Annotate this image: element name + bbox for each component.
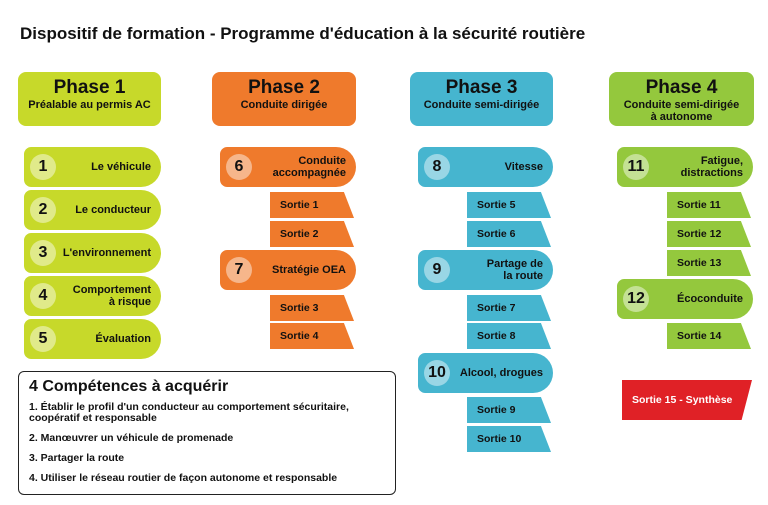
phase-subtitle: Conduite dirigée <box>240 99 328 111</box>
phase-4-header: Phase 4 Conduite semi-dirigée à autonome <box>609 72 754 126</box>
phase-subtitle: Conduite semi-dirigée <box>423 99 540 111</box>
sortie-4: Sortie 4 <box>270 323 354 349</box>
sortie-12: Sortie 12 <box>667 221 751 247</box>
phase-3-header: Phase 3 Conduite semi-dirigée <box>410 72 553 126</box>
module-number: 6 <box>226 154 252 180</box>
sortie-2: Sortie 2 <box>270 221 354 247</box>
module-label: Comportement à risque <box>72 284 151 308</box>
module-label: Écoconduite <box>676 293 743 305</box>
module-label: Vitesse <box>504 161 543 173</box>
competence-item: 4. Utiliser le réseau routier de façon a… <box>29 472 338 484</box>
module-number: 8 <box>424 154 450 180</box>
competence-item: 2. Manœuvrer un véhicule de promenade <box>29 432 234 444</box>
page-title: Dispositif de formation - Programme d'éd… <box>20 24 586 43</box>
module-11: 11 Fatigue, distractions <box>617 147 753 187</box>
sortie-3: Sortie 3 <box>270 295 354 321</box>
sortie-7: Sortie 7 <box>467 295 551 321</box>
competences-title: 4 Compétences à acquérir <box>29 378 229 395</box>
module-number: 12 <box>623 286 649 312</box>
phase-1-header: Phase 1 Préalable au permis AC <box>18 72 161 126</box>
module-number: 9 <box>424 257 450 283</box>
module-label: Stratégie OEA <box>272 264 346 276</box>
sortie-13: Sortie 13 <box>667 250 751 276</box>
module-label: Le conducteur <box>75 204 151 216</box>
competences-box: 4 Compétences à acquérir 1. Établir le p… <box>18 371 396 495</box>
module-1: 1 Le véhicule <box>24 147 161 187</box>
phase-title: Phase 1 <box>53 77 126 98</box>
module-number: 1 <box>30 154 56 180</box>
sortie-11: Sortie 11 <box>667 192 751 218</box>
module-2: 2 Le conducteur <box>24 190 161 230</box>
module-label: L'environnement <box>62 247 151 259</box>
phase-subtitle: Préalable au permis AC <box>28 99 151 111</box>
sortie-10: Sortie 10 <box>467 426 551 452</box>
phase-title: Phase 3 <box>445 77 518 98</box>
module-4: 4 Comportement à risque <box>24 276 161 316</box>
module-label: Alcool, drogues <box>459 367 543 379</box>
competence-item: 3. Partager la route <box>29 452 125 464</box>
phase-subtitle: Conduite semi-dirigée à autonome <box>623 99 740 123</box>
sortie-14: Sortie 14 <box>667 323 751 349</box>
module-label: Le véhicule <box>91 161 151 173</box>
sortie-1: Sortie 1 <box>270 192 354 218</box>
module-number: 10 <box>424 360 450 386</box>
sortie-9: Sortie 9 <box>467 397 551 423</box>
phase-2-header: Phase 2 Conduite dirigée <box>212 72 356 126</box>
phase-title: Phase 2 <box>248 77 320 98</box>
module-3: 3 L'environnement <box>24 233 161 273</box>
module-label: Évaluation <box>95 333 151 345</box>
module-8: 8 Vitesse <box>418 147 553 187</box>
module-7: 7 Stratégie OEA <box>220 250 356 290</box>
module-number: 7 <box>226 257 252 283</box>
competence-item: 1. Établir le profil d'un conducteur au … <box>29 401 349 424</box>
phase-title: Phase 4 <box>645 77 718 98</box>
module-label: Partage de la route <box>486 258 543 282</box>
module-10: 10 Alcool, drogues <box>418 353 553 393</box>
module-6: 6 Conduite accompagnée <box>220 147 356 187</box>
module-number: 5 <box>30 326 56 352</box>
module-9: 9 Partage de la route <box>418 250 553 290</box>
module-number: 11 <box>623 154 649 180</box>
module-number: 4 <box>30 283 56 309</box>
sortie-5: Sortie 5 <box>467 192 551 218</box>
module-label: Fatigue, distractions <box>680 155 743 179</box>
module-number: 3 <box>30 240 56 266</box>
sortie-8: Sortie 8 <box>467 323 551 349</box>
sortie-6: Sortie 6 <box>467 221 551 247</box>
module-label: Conduite accompagnée <box>272 155 346 179</box>
module-12: 12 Écoconduite <box>617 279 753 319</box>
module-5: 5 Évaluation <box>24 319 161 359</box>
module-number: 2 <box>30 197 56 223</box>
sortie-15-synthesis: Sortie 15 - Synthèse <box>622 380 752 420</box>
